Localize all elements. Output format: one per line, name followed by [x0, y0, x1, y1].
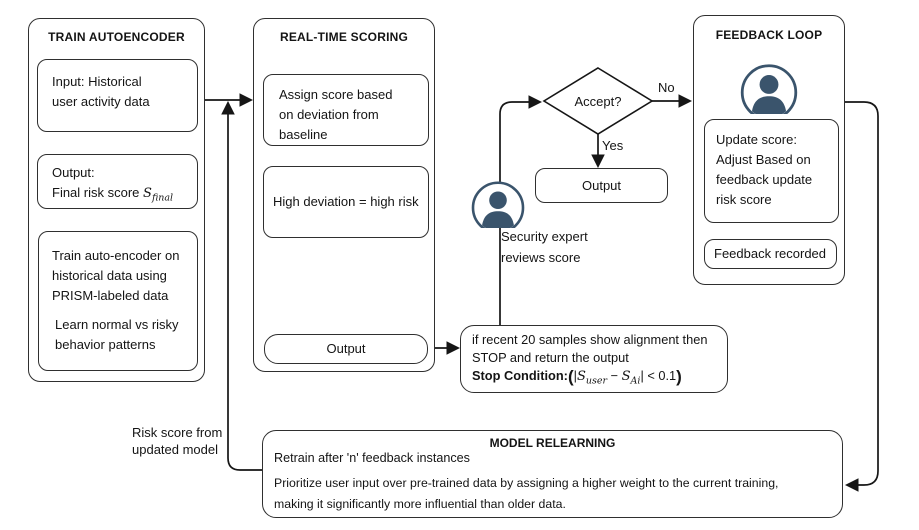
stop-condition-line2: STOP and return the output — [472, 350, 629, 365]
arrow-review-to-decision — [499, 95, 543, 325]
train-autoencoder-title: TRAIN AUTOENCODER — [48, 30, 185, 44]
decision-question-label: Accept? — [574, 94, 622, 109]
paragraph-gap — [52, 306, 197, 315]
stop-condition-line1: if recent 20 samples show alignment then — [472, 332, 708, 347]
security-expert-person-icon — [471, 181, 525, 228]
prioritize-text: Prioritize user input over pre-trained d… — [274, 476, 779, 511]
model-relearning-title: MODEL RELEARNING — [489, 436, 616, 450]
arrow-feedback-to-relearning — [844, 101, 879, 492]
score-subscript: final — [151, 192, 174, 204]
arrow-relearning-to-scoring — [221, 100, 262, 471]
final-risk-score-text: Final risk score Sfinal — [52, 185, 174, 204]
high-deviation-text: High deviation = high risk — [273, 194, 419, 209]
feedback-loop-title: FEEDBACK LOOP — [715, 28, 823, 42]
decision-diamond — [542, 67, 654, 135]
stop-condition-formula: Stop Condition:(|Suser − SAi| < 0.1) — [472, 367, 682, 387]
retrain-text: Retrain after 'n' feedback instances — [274, 451, 470, 465]
feedback-person-icon — [740, 64, 798, 114]
model-relearning-panel: MODEL RELEARNING Retrain after 'n' feedb… — [262, 430, 843, 518]
accepted-output-node: Output — [535, 168, 668, 203]
scoring-output-node: Output — [264, 334, 428, 364]
feedback-recorded-label: Feedback recorded — [714, 246, 827, 261]
scoring-output-label: Output — [326, 341, 366, 356]
score-symbol: S — [143, 186, 152, 201]
feedback-loop-panel: FEEDBACK LOOP Update score:Adjust Based … — [693, 15, 845, 285]
no-label: No — [658, 80, 675, 95]
realtime-scoring-title: REAL-TIME SCORING — [279, 30, 409, 44]
high-deviation-node: High deviation = high risk — [263, 166, 429, 238]
yes-label: Yes — [602, 138, 624, 153]
accepted-output-label: Output — [581, 177, 622, 193]
feedback-recorded-node: Feedback recorded — [704, 239, 837, 269]
final-risk-score-node: Output: Final risk score Sfinal — [37, 154, 198, 209]
output-label: Output: — [52, 165, 95, 180]
stop-condition-node: if recent 20 samples show alignment then… — [460, 325, 728, 393]
